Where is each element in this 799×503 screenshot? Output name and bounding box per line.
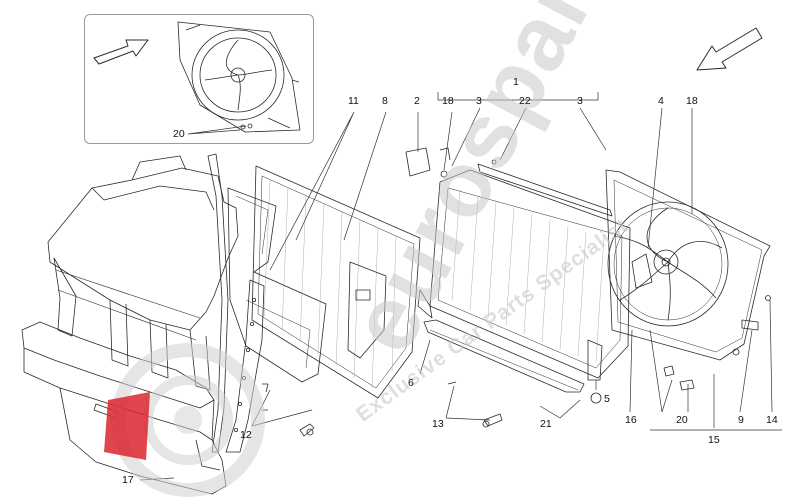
ac-condenser xyxy=(251,165,421,399)
callout-4: 4 xyxy=(658,95,664,107)
callout-12: 12 xyxy=(240,429,252,441)
watermark-logo xyxy=(104,343,265,497)
callout-2: 2 xyxy=(414,95,420,107)
radiator xyxy=(405,147,631,404)
callout-22: 22 xyxy=(519,95,531,107)
callout-8: 8 xyxy=(382,95,388,107)
callout-16: 16 xyxy=(625,414,637,426)
callout-18-left: 18 xyxy=(442,95,454,107)
callout-21: 21 xyxy=(540,418,552,430)
callout-17: 17 xyxy=(122,474,134,486)
lower-deflector-strip xyxy=(423,319,585,393)
callout-13: 13 xyxy=(432,418,444,430)
cooling-fan-assembly xyxy=(605,169,771,361)
callout-9: 9 xyxy=(738,414,744,426)
inset-fan-shroud-detail xyxy=(177,21,301,133)
callout-18-right: 18 xyxy=(686,95,698,107)
direction-arrow-icon xyxy=(93,39,149,65)
callout-6: 6 xyxy=(408,377,414,389)
callout-14: 14 xyxy=(766,414,778,426)
fasteners xyxy=(262,319,759,437)
direction-arrow-icon xyxy=(696,27,763,71)
callout-11: 11 xyxy=(348,95,359,107)
callout-20-main: 20 xyxy=(676,414,688,426)
callout-3-left: 3 xyxy=(476,95,482,107)
callout-1: 1 xyxy=(513,76,519,88)
callout-5: 5 xyxy=(604,393,610,405)
callout-20-inset: 20 xyxy=(173,128,185,140)
air-guide-frame xyxy=(227,187,327,383)
callout-3-right: 3 xyxy=(577,95,583,107)
callout-15: 15 xyxy=(708,434,720,446)
